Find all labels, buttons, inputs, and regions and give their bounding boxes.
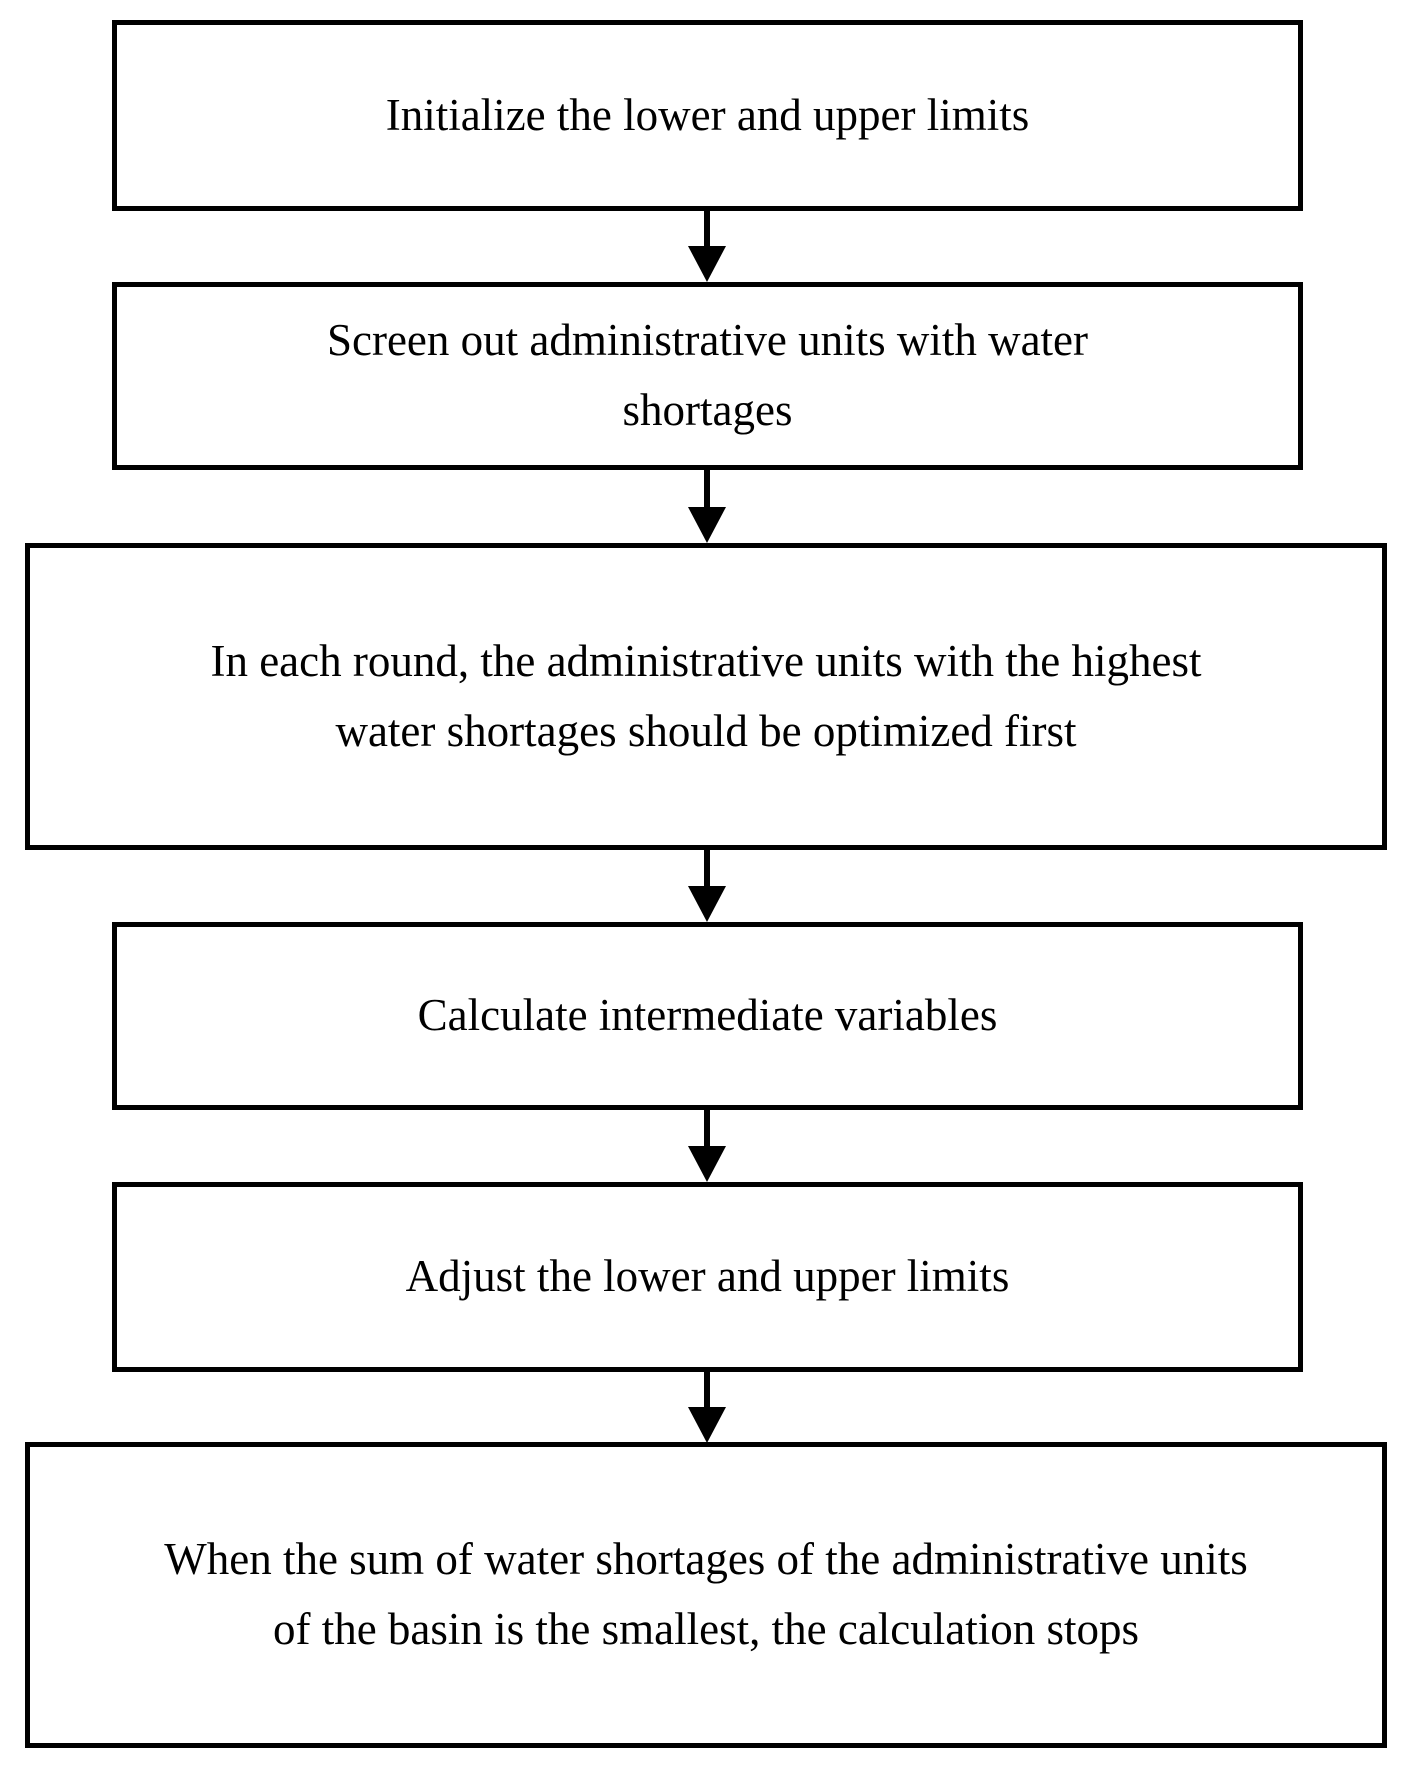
- flow-step-stop-condition: When the sum of water shortages of the a…: [25, 1442, 1387, 1748]
- arrow-shaft: [704, 848, 710, 892]
- flow-step-label: Calculate intermediate variables: [417, 990, 998, 1041]
- flow-step-label: When the sum of water shortages of the a…: [164, 1534, 1248, 1654]
- flow-connector-4: [688, 1110, 726, 1182]
- flow-step-label: Initialize the lower and upper limits: [385, 89, 1030, 140]
- flow-step-label: Adjust the lower and upper limits: [405, 1251, 1010, 1302]
- flow-connector-2: [688, 470, 726, 543]
- flow-step-screen-units: Screen out administrative units with wat…: [112, 282, 1303, 470]
- down-arrow-icon: [688, 1407, 726, 1443]
- flow-step-optimize-highest-shortage: In each round, the administrative units …: [25, 543, 1387, 850]
- down-arrow-icon: [688, 246, 726, 282]
- arrow-shaft: [704, 1372, 710, 1413]
- arrow-shaft: [704, 210, 710, 252]
- flow-step-adjust-limits: Adjust the lower and upper limits: [112, 1182, 1303, 1372]
- down-arrow-icon: [688, 507, 726, 543]
- flow-connector-1: [688, 210, 726, 282]
- arrow-shaft: [704, 470, 710, 513]
- down-arrow-icon: [688, 1146, 726, 1182]
- flow-step-initialize-limits: Initialize the lower and upper limits: [112, 20, 1303, 211]
- flow-step-calculate-intermediate-variables: Calculate intermediate variables: [112, 922, 1303, 1110]
- arrow-shaft: [704, 1110, 710, 1152]
- flow-step-label: In each round, the administrative units …: [210, 635, 1202, 756]
- flow-connector-3: [688, 848, 726, 922]
- down-arrow-icon: [688, 886, 726, 922]
- flow-step-label: Screen out administrative units with wat…: [326, 315, 1089, 435]
- flow-connector-5: [688, 1372, 726, 1443]
